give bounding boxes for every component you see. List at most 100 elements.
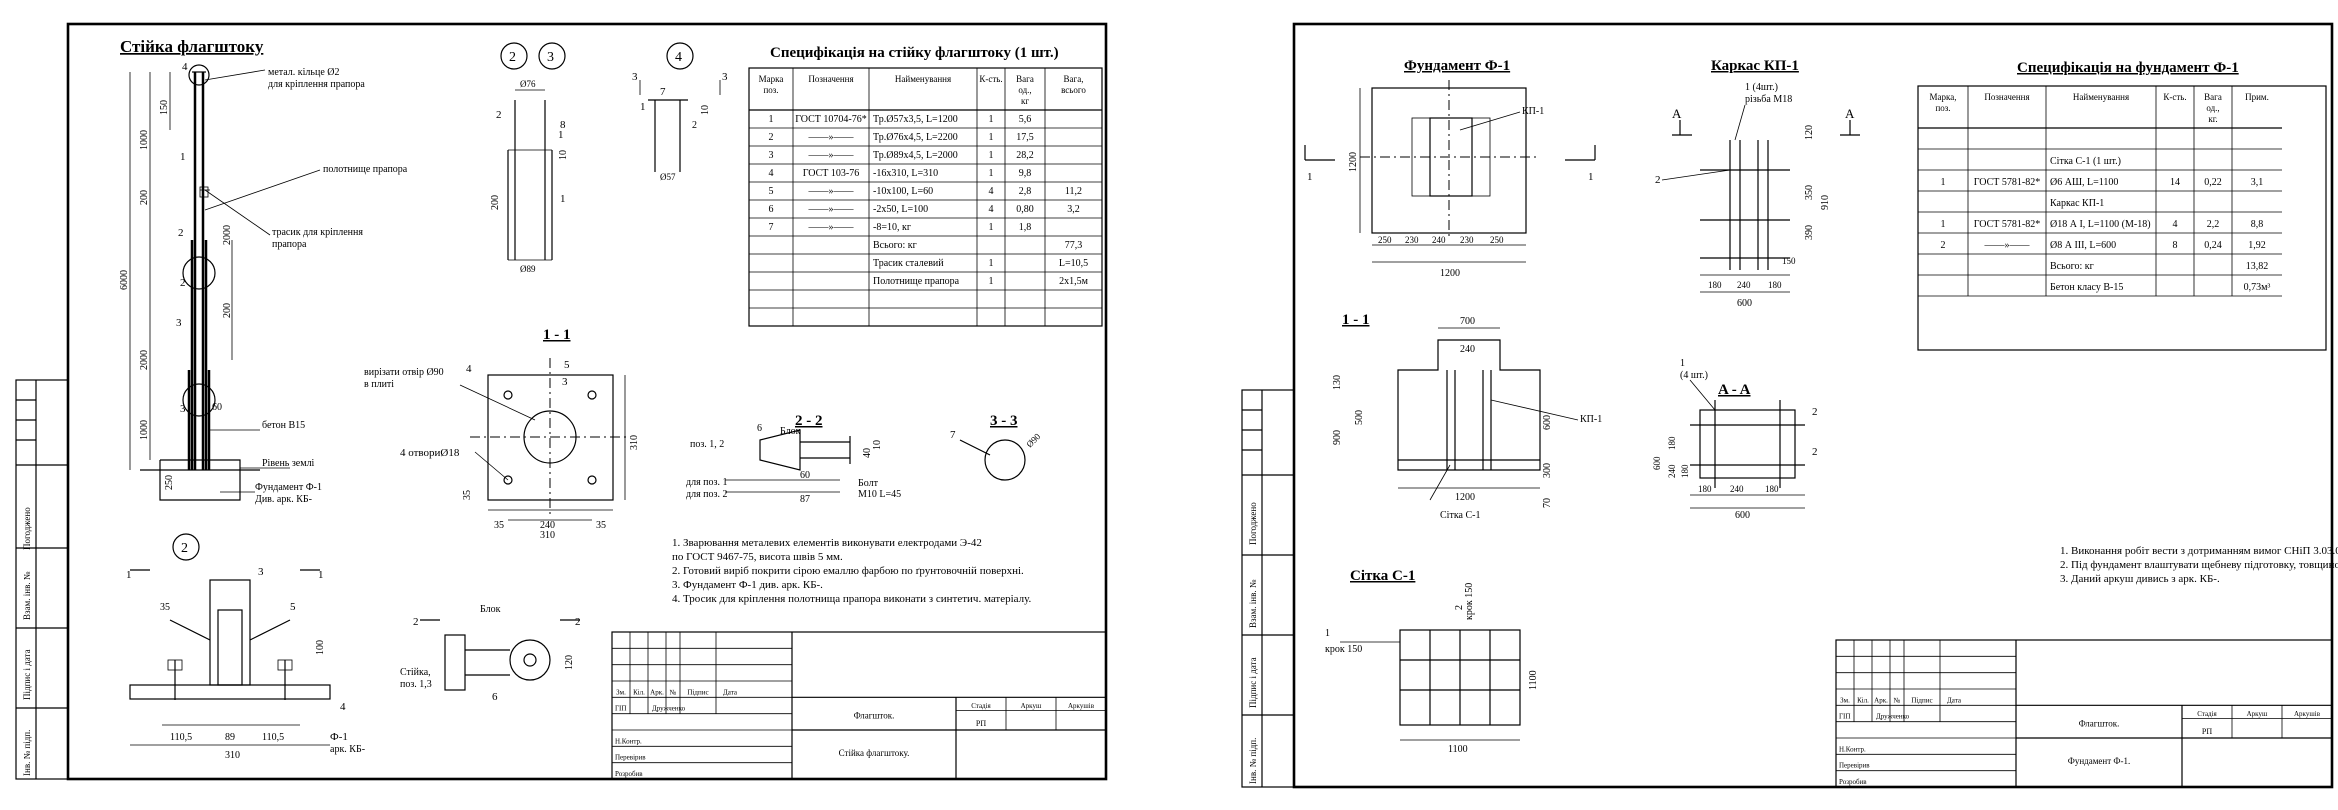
note-cable-2: прапора bbox=[272, 239, 307, 250]
dim-900-11: 900 bbox=[1332, 430, 1343, 445]
spec-cell: 5,6 bbox=[1019, 114, 1032, 125]
dim-310c: 310 bbox=[225, 750, 240, 761]
spec-cell: ——»—— bbox=[808, 222, 855, 233]
spec-header-cell: Вага bbox=[2204, 92, 2222, 102]
tb-arkush: Аркуш bbox=[2247, 710, 2268, 718]
dim-300-11: 300 bbox=[1542, 463, 1553, 478]
spec-cell: 8 bbox=[2173, 240, 2178, 251]
label-circle-3: 3 bbox=[547, 50, 554, 65]
spec-header-cell: Прим. bbox=[2245, 92, 2269, 102]
spec-header-cell: Найменування bbox=[2073, 92, 2129, 102]
spec-cell: Ø18 А І, L=1100 (М-18) bbox=[2050, 219, 2151, 230]
spec-cell: Каркас КП-1 bbox=[2050, 198, 2104, 209]
dim-1200b-found: 1200 bbox=[1348, 152, 1359, 172]
note-line: 1. Зварювання металевих елементів викону… bbox=[672, 537, 982, 549]
callout-3-11: 3 bbox=[562, 376, 568, 388]
spec-table-2: Специфікація на фундамент Ф-1 Марка,поз.… bbox=[1917, 60, 2327, 351]
spec-cell: Полотнище прапора bbox=[873, 276, 960, 287]
callout-4-d2: 4 bbox=[340, 701, 346, 713]
spec-cell: 9,8 bbox=[1019, 168, 1032, 179]
tb-rozrobyv: Розробив bbox=[615, 770, 643, 778]
dim-130-11: 130 bbox=[1332, 375, 1343, 390]
tb-header: Зм. bbox=[1840, 696, 1850, 704]
spec-header-cell: Марка bbox=[759, 74, 784, 84]
spec-cell: Бетон класу В-15 bbox=[2050, 282, 2123, 293]
spec-cell: 1 bbox=[1941, 219, 1946, 230]
dim-150: 150 bbox=[159, 100, 170, 115]
callout-5-d2: 5 bbox=[290, 601, 296, 613]
dim-200b: 200 bbox=[222, 303, 233, 318]
spec-cell: 3,2 bbox=[1067, 204, 1080, 215]
karkas-kp1: Каркас КП-1 180 240 180 600 1 (4шт.) різ… bbox=[1655, 58, 1860, 309]
spec-cell: 0,73м³ bbox=[2244, 282, 2271, 293]
spec-cell: Ø8 А ІІІ, L=600 bbox=[2050, 240, 2116, 251]
dim-57: Ø57 bbox=[660, 172, 676, 182]
notes-sheet2: 1. Виконання робіт вести з дотриманням в… bbox=[2060, 545, 2338, 585]
callout-8: 8 bbox=[560, 119, 566, 131]
label-2b-aa: 2 bbox=[1812, 406, 1818, 418]
note-flag-cloth: полотнище прапора bbox=[323, 164, 408, 175]
dim-2000: 2000 bbox=[139, 350, 150, 370]
spec-header-cell: Вага, bbox=[1064, 74, 1084, 84]
dim-350-kp: 350 bbox=[1804, 185, 1815, 200]
sheet1-side-pidpys: Підпис і дата bbox=[22, 649, 32, 700]
spec-cell: Всього: кг bbox=[873, 240, 917, 251]
spec-cell: 4 bbox=[769, 168, 774, 179]
note-1-4sht-2: (4 шт.) bbox=[1680, 370, 1708, 381]
note-f1: Ф-1 bbox=[330, 731, 348, 743]
note-krok150-num: 2 bbox=[1454, 605, 1465, 610]
spec-cell: ——»—— bbox=[808, 132, 855, 143]
note-4holes: 4 отвориØ18 bbox=[400, 447, 460, 459]
spec-header-cell: кг bbox=[1021, 96, 1029, 106]
spec-cell: 1 bbox=[989, 114, 994, 125]
tb-druzhyna: Дружченко bbox=[1876, 713, 1910, 721]
spec-title-1: Специфікація на стійку флагштоку (1 шт.) bbox=[770, 45, 1059, 61]
dim-1100b-sitka: 1100 bbox=[1528, 670, 1539, 690]
dim-10: 10 bbox=[558, 150, 569, 160]
callout-2-d4: 2 bbox=[692, 120, 697, 131]
spec-cell: Сітка С-1 (1 шт.) bbox=[2050, 156, 2121, 167]
tb-arkushiv: Аркушів bbox=[2294, 710, 2321, 718]
tb-rozrobyv: Розробив bbox=[1839, 778, 1867, 786]
label-kp1: КП-1 bbox=[1522, 106, 1544, 117]
tb-rp: РП bbox=[976, 719, 986, 728]
label-1-found: 1 bbox=[1307, 171, 1313, 183]
section-1-1-sheet2: 1 - 1 700 240 1200 130 500 900 600 300 7… bbox=[1332, 312, 1602, 521]
dim-500-11: 500 bbox=[1354, 410, 1365, 425]
note-line: 2. Готовий виріб покрити сірою емаллю фа… bbox=[672, 565, 1024, 577]
notes-sheet1: 1. Зварювання металевих елементів викону… bbox=[672, 537, 1032, 605]
spec-header-cell: К-сть. bbox=[2163, 92, 2186, 102]
tb-header: Кіл. bbox=[633, 688, 645, 696]
dim-10b: 10 bbox=[700, 105, 711, 115]
spec-cell: 3 bbox=[769, 150, 774, 161]
spec-cell: 13,82 bbox=[2246, 261, 2269, 272]
spec-cell: Тр.Ø89х4,5, L=2000 bbox=[873, 150, 958, 161]
callout-6-blk: 6 bbox=[492, 691, 498, 703]
note-bolt: Болт bbox=[858, 478, 879, 489]
tb-header: Арк. bbox=[650, 688, 664, 696]
spec-table-1: Специфікація на стійку флагштоку (1 шт.)… bbox=[748, 45, 1103, 327]
sheet2-side-pogodzheno: Погоджено bbox=[1248, 502, 1258, 545]
dim-240b-kp: 240 bbox=[1737, 280, 1751, 290]
section-11-title: 1 - 1 bbox=[543, 327, 571, 343]
dim-120-kp: 120 bbox=[1804, 125, 1815, 140]
spec-cell: ГОСТ 103-76 bbox=[803, 168, 859, 179]
spec-cell: 8,8 bbox=[2251, 219, 2264, 230]
spec-cell: -8=10, кг bbox=[873, 222, 911, 233]
label-a2-kp: A bbox=[1845, 106, 1855, 121]
spec-cell: Трасик сталевий bbox=[873, 258, 944, 269]
callout-2: 2 bbox=[178, 227, 184, 239]
dim-89: Ø89 bbox=[520, 264, 536, 274]
callout-2b: 2 bbox=[180, 277, 186, 289]
spec-cell: 0,24 bbox=[2204, 240, 2222, 251]
section-3-3-sheet1: 3 - 3 7 Ø90 bbox=[950, 413, 1043, 481]
callout-7-33: 7 bbox=[950, 429, 956, 441]
dim-76: Ø76 bbox=[520, 79, 536, 89]
spec-cell: 0,22 bbox=[2204, 177, 2222, 188]
label-a-kp: A bbox=[1672, 106, 1682, 121]
spec-cell: ГОСТ 5781-82* bbox=[1974, 177, 2040, 188]
spec-cell: 2,2 bbox=[2207, 219, 2220, 230]
note-blok2: Блок bbox=[480, 604, 501, 615]
dim-700-11: 700 bbox=[1460, 316, 1475, 327]
note-line: 1. Виконання робіт вести з дотриманням в… bbox=[2060, 545, 2338, 557]
